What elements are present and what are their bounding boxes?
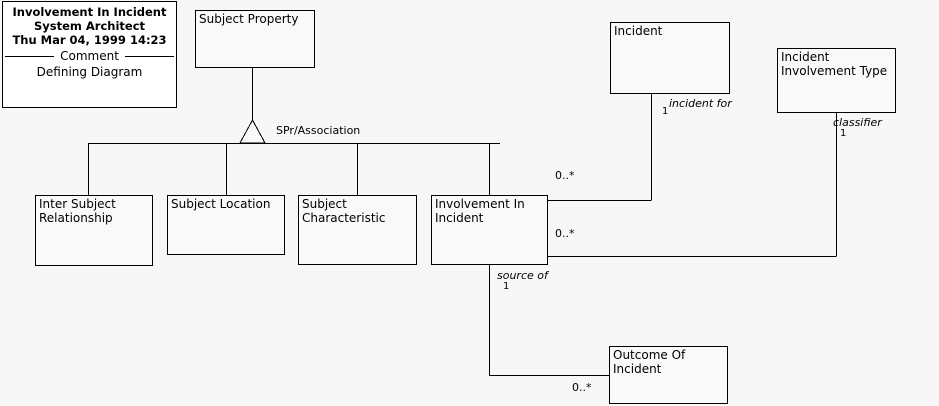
class-label-subject-characteristic: Subject Characteristic (302, 197, 386, 225)
edge-label-source-of: source of (497, 269, 548, 282)
class-label-subject-location: Subject Location (171, 197, 271, 211)
class-label-incident: Incident (614, 24, 663, 38)
edge-label-generalization: SPr/Association (276, 124, 361, 137)
diagram-title-box: Involvement In Incident System Architect… (2, 1, 177, 108)
class-box-subject-property[interactable]: Subject Property (195, 10, 315, 68)
edge-label-classifier: classifier (833, 116, 882, 129)
class-label-outcome-of-incident: Outcome Of Incident (613, 348, 686, 376)
class-box-inter-subject-relationship[interactable]: Inter Subject Relationship (35, 195, 153, 266)
class-box-subject-location[interactable]: Subject Location (167, 195, 285, 255)
edge-mult-outcome-of-incident: 0..* (572, 381, 592, 394)
edge-mult-incident-for: 1 (662, 106, 669, 117)
title-timestamp: Thu Mar 04, 1999 14:23 (12, 33, 167, 47)
class-box-outcome-of-incident[interactable]: Outcome Of Incident (609, 346, 728, 404)
comment-rule-right (124, 56, 175, 57)
class-box-involvement-in-incident[interactable]: Involvement In Incident (431, 195, 548, 265)
class-label-inter-subject-relationship: Inter Subject Relationship (39, 197, 116, 225)
comment-rule-left (5, 56, 55, 57)
class-box-incident-involvement-type[interactable]: Incident Involvement Type (777, 48, 896, 113)
title-line-2: System Architect (33, 19, 146, 33)
edge-mult-classifier: 1 (840, 128, 847, 139)
edge-label-incident-for: incident for (669, 97, 732, 110)
comment-body: Defining Diagram (36, 65, 143, 79)
title-line-1: Involvement In Incident (12, 5, 167, 19)
edge-mult-source-of: 1 (503, 281, 510, 292)
class-label-subject-property: Subject Property (199, 12, 299, 26)
class-label-involvement-in-incident: Involvement In Incident (435, 197, 525, 225)
class-label-incident-involvement-type: Incident Involvement Type (781, 50, 888, 78)
class-box-incident[interactable]: Incident (610, 22, 730, 94)
comment-divider: Comment (3, 50, 176, 63)
comment-label: Comment (60, 49, 119, 63)
class-box-subject-characteristic[interactable]: Subject Characteristic (298, 195, 417, 265)
edge-mult-incident: 0..* (555, 169, 575, 182)
edge-mult-incident-involvement-type: 0..* (555, 227, 575, 240)
